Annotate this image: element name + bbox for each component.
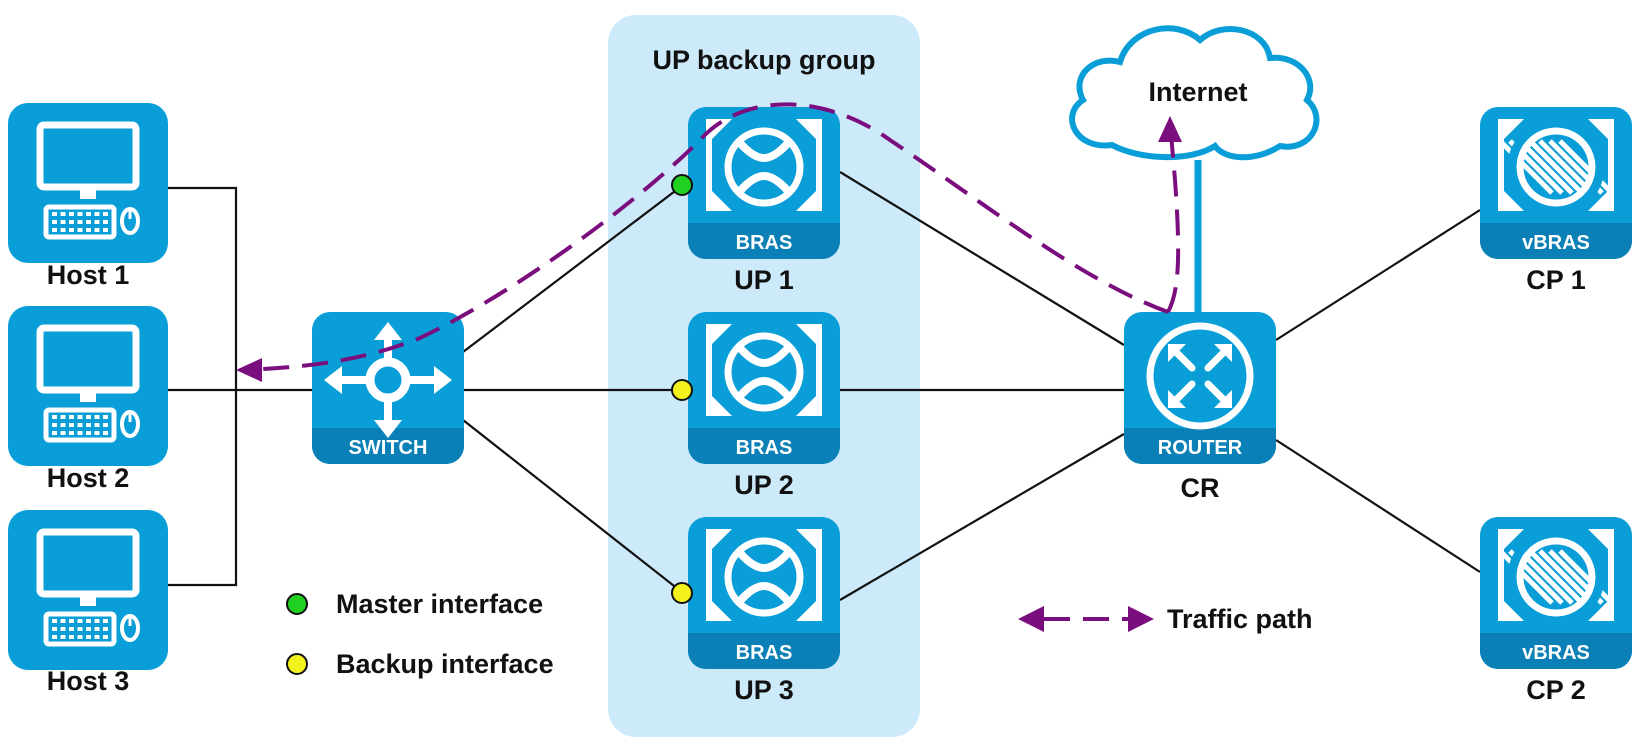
cr-router-device: ROUTER: [1124, 312, 1276, 464]
traffic-path: [239, 102, 1181, 372]
legend: Master interface Backup interface Traffi…: [286, 589, 1313, 679]
cp-vbras-device: vBRAS: [1480, 517, 1632, 669]
link-up1-cr: [839, 171, 1125, 346]
backup-interface-marker: [671, 582, 693, 604]
host-device: [8, 306, 168, 466]
traffic-arrowhead-internet: [1158, 116, 1182, 142]
vbras-icon: [1498, 528, 1614, 626]
up-label: UP 3: [734, 675, 794, 705]
bras-icon: [706, 119, 822, 211]
up-devices: BRAS UP 1 BRAS UP 2 BRAS UP 3: [688, 107, 840, 705]
host-label: Host 3: [47, 666, 130, 696]
master-interface-marker: [671, 174, 693, 196]
up-bras-device: BRAS: [688, 517, 840, 669]
up-band-label: BRAS: [736, 232, 793, 254]
legend-backup-label: Backup interface: [336, 649, 554, 679]
cp-label: CP 1: [1526, 265, 1586, 295]
traffic-arrowhead-hosts: [236, 358, 262, 382]
switch-icon: [324, 322, 452, 438]
host-label: Host 2: [47, 463, 130, 493]
cp-devices: vBRAS CP 1 vBRAS CP 2: [1480, 107, 1632, 705]
link-host1-bus: [168, 186, 238, 587]
switch-device: SWITCH: [312, 312, 464, 464]
bras-icon: [706, 529, 822, 621]
link-up3-cr: [839, 433, 1125, 601]
cr-label: CR: [1181, 473, 1220, 503]
legend-master-marker: [286, 593, 308, 615]
host-device: [8, 510, 168, 670]
host-label: Host 1: [47, 260, 130, 290]
router-icon: [1146, 322, 1254, 430]
legend-traffic-label: Traffic path: [1167, 604, 1313, 634]
link-cr-cp1: [1275, 209, 1481, 341]
link-switch-up3: [462, 419, 684, 594]
computer-icon: [36, 528, 140, 647]
bras-icon: [706, 324, 822, 416]
up-band-label: BRAS: [736, 642, 793, 664]
up-bras-device: BRAS: [688, 107, 840, 259]
legend-master-label: Master interface: [336, 589, 543, 619]
link-cr-cp2: [1275, 439, 1481, 573]
link-switch-up1: [462, 184, 684, 353]
up-label: UP 2: [734, 470, 794, 500]
interface-markers: [671, 174, 693, 604]
switch-band-label: SWITCH: [349, 437, 428, 459]
legend-traffic-marker: [1018, 606, 1154, 632]
cp-label: CP 2: [1526, 675, 1586, 705]
hosts: Host 1 Host 2 Host 3: [8, 103, 168, 696]
legend-backup-marker: [286, 653, 308, 675]
up-label: UP 1: [734, 265, 794, 295]
vbras-icon: [1498, 118, 1614, 216]
up-band-label: BRAS: [736, 437, 793, 459]
backup-interface-marker: [671, 379, 693, 401]
cp-band-label: vBRAS: [1522, 232, 1590, 254]
computer-icon: [36, 324, 140, 443]
cr-band-label: ROUTER: [1158, 437, 1243, 459]
cloud-icon: [1069, 25, 1320, 161]
links: [168, 171, 1481, 601]
group-title: UP backup group: [652, 45, 875, 75]
computer-icon: [36, 121, 140, 240]
up-bras-device: BRAS: [688, 312, 840, 464]
cp-band-label: vBRAS: [1522, 642, 1590, 664]
host-device: [8, 103, 168, 263]
cp-vbras-device: vBRAS: [1480, 107, 1632, 259]
internet-label: Internet: [1148, 77, 1247, 107]
